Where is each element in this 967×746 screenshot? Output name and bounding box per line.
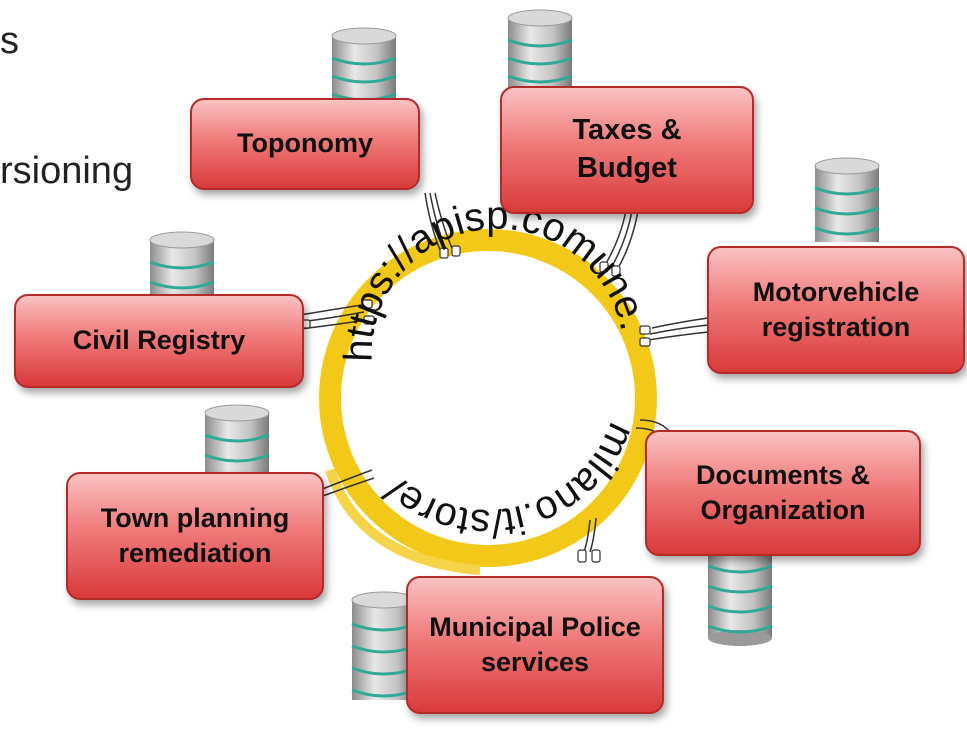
module-label-toponomy: Toponomy [237, 128, 373, 159]
database-icon [814, 157, 880, 242]
ring-inner [343, 253, 633, 543]
module-box-motorvehicle: Motorvehicle registration [707, 246, 965, 374]
database-icon [331, 27, 397, 106]
database-icon [204, 404, 270, 483]
cable-connector-icon [299, 245, 651, 563]
module-label-town-planning: Town planning remediation [100, 502, 290, 568]
module-box-documents: Documents & Organization [645, 430, 921, 556]
module-label-police: Municipal Police services [429, 611, 641, 677]
database-icon [507, 9, 573, 88]
database-icon [351, 591, 417, 700]
module-label-documents: Documents & Organization [695, 459, 871, 525]
module-box-toponomy: Toponomy [190, 98, 420, 190]
module-label-motorvehicle: Motorvehicle registration [752, 276, 920, 342]
module-box-civil-registry: Civil Registry [14, 294, 304, 388]
module-box-taxes-budget: Taxes & Budget [500, 86, 754, 214]
left-text-fragment-2: rsioning [0, 150, 134, 192]
database-icon [707, 548, 773, 646]
left-text-fragment-1: s [0, 20, 19, 62]
ring [319, 229, 657, 567]
database-icon [149, 231, 215, 300]
module-box-police: Municipal Police services [406, 576, 664, 714]
module-label-civil-registry: Civil Registry [72, 325, 246, 356]
module-label-taxes-budget: Taxes & Budget [572, 114, 682, 184]
module-box-town-planning: Town planning remediation [66, 472, 324, 600]
